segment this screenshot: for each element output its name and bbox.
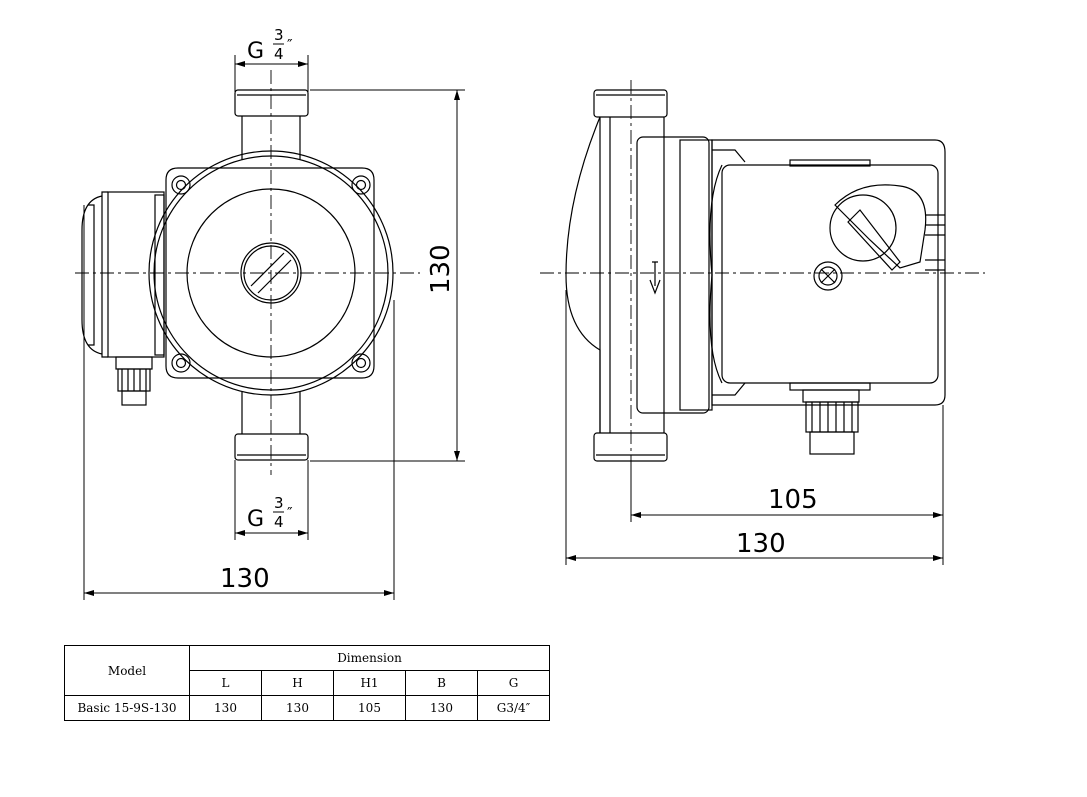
value-cell-b: 130 — [405, 695, 478, 721]
top-port-label: G 3 4 ″ — [247, 26, 293, 64]
bottom-port-label: G 3 4 ″ — [247, 494, 293, 532]
top-port-fraction-numerator: 3 — [274, 26, 284, 44]
bottom-port-fraction-denominator: 4 — [274, 513, 284, 531]
model-header: Model — [64, 645, 190, 696]
value-cell-h1: 105 — [333, 695, 406, 721]
dimension-header: Dimension — [189, 645, 550, 671]
table-row: Basic 15-9S-130 130 130 105 130 G3/4″ — [64, 695, 550, 721]
value-cell-l: 130 — [189, 695, 262, 721]
dimension-arrows — [84, 61, 943, 596]
value-cell-g: G3/4″ — [477, 695, 550, 721]
bottom-port-unit: ″ — [287, 504, 293, 522]
top-port-unit: ″ — [287, 36, 293, 54]
dimension-table: Model Dimension L H H1 B G Basic 15-9S-1… — [64, 645, 550, 721]
column-header-l: L — [189, 670, 262, 696]
front-height-dimension: 130 — [426, 244, 456, 294]
side-inner-dimension: 105 — [768, 485, 818, 515]
dimension-lines — [83, 55, 944, 600]
pump-technical-drawing: G 3 4 ″ G 3 4 ″ 130 130 105 130 — [75, 26, 985, 600]
front-view — [81, 89, 394, 461]
top-port-symbol: G — [247, 39, 264, 64]
model-cell: Basic 15-9S-130 — [64, 695, 190, 721]
top-port-fraction-denominator: 4 — [274, 45, 284, 63]
front-width-dimension: 130 — [220, 564, 270, 594]
value-cell-h: 130 — [261, 695, 334, 721]
side-outer-dimension: 130 — [736, 529, 786, 559]
bottom-port-fraction-numerator: 3 — [274, 494, 284, 512]
center-lines — [75, 70, 985, 475]
side-view — [565, 89, 946, 462]
column-header-g: G — [477, 670, 550, 696]
column-header-h1: H1 — [333, 670, 406, 696]
column-header-h: H — [261, 670, 334, 696]
column-header-b: B — [405, 670, 478, 696]
bottom-port-symbol: G — [247, 507, 264, 532]
